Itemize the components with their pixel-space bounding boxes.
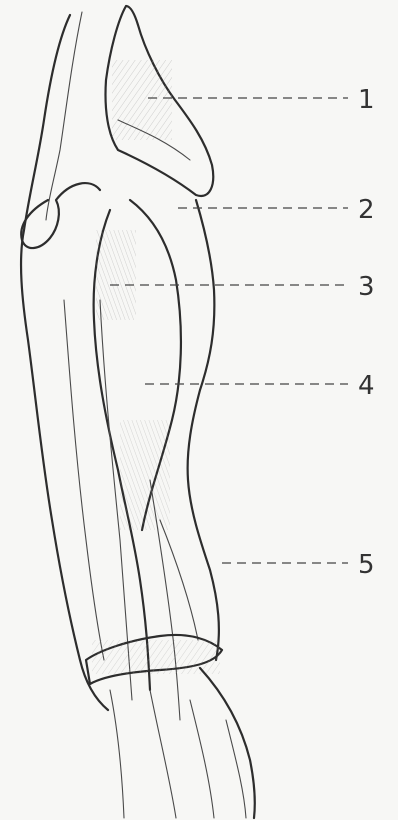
tendon-4 (64, 300, 104, 660)
elbow-prominence (21, 183, 100, 248)
label-3: 3 (358, 272, 375, 302)
label-2: 2 (358, 195, 375, 225)
upper-structure-shading (112, 60, 172, 140)
finger-line-3 (190, 700, 214, 818)
outer-contour-left-inner (46, 12, 82, 220)
label-1: 1 (358, 85, 375, 115)
muscle-shading-upper (96, 230, 136, 320)
finger-line-2 (150, 690, 176, 818)
labels: 1 2 3 4 5 (358, 85, 375, 580)
label-5: 5 (358, 550, 375, 580)
drawing-body (21, 6, 255, 818)
hand-edge-right (200, 668, 255, 818)
muscle-shading-lower (120, 420, 170, 530)
label-4: 4 (358, 371, 375, 401)
outer-contour-right (188, 200, 219, 660)
finger-line-1 (110, 690, 124, 818)
